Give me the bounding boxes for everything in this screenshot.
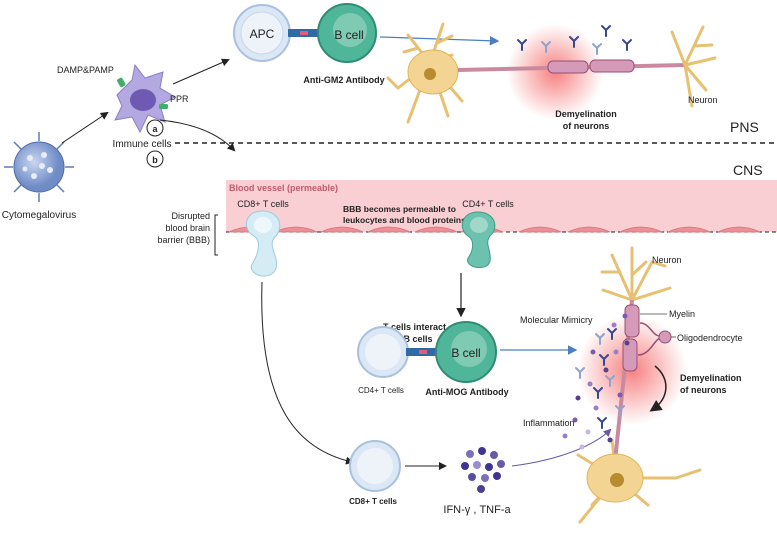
bbb-note-1: BBB becomes permeable to bbox=[343, 204, 456, 214]
damp-pamp-label: DAMP&PAMP bbox=[57, 65, 114, 75]
bcell-label: B cell bbox=[334, 28, 363, 42]
ppr-label: PPR bbox=[170, 94, 189, 104]
bbb-label-2: blood brain bbox=[165, 223, 210, 233]
cns-bcell-icon bbox=[435, 321, 497, 383]
cytokines-to-neuron-arrow bbox=[511, 428, 612, 467]
immune-cells-label: Immune cells bbox=[113, 139, 172, 150]
demyelination-arrow bbox=[649, 365, 667, 412]
molecular-mimicry-label: Molecular Mimicry bbox=[520, 315, 593, 325]
receptor-icon bbox=[117, 77, 126, 88]
cd4-tcell-label: CD4+ T cells bbox=[358, 386, 404, 395]
cns-antibodies-icon bbox=[575, 328, 625, 429]
bbb-note-2: leukocytes and blood proteins bbox=[343, 215, 466, 225]
blood-vessel bbox=[226, 180, 777, 232]
cytokines-label: IFN-γ , TNF-a bbox=[443, 504, 511, 516]
vessel-title: Blood vessel (permeable) bbox=[229, 183, 338, 193]
ppr-receptor-icon bbox=[159, 104, 168, 109]
pns-neuron-label: Neuron bbox=[688, 95, 718, 105]
immune-to-apc-arrow bbox=[172, 58, 230, 85]
cns-neuron-label: Neuron bbox=[652, 255, 682, 265]
marker-a-label: a bbox=[152, 124, 158, 134]
cns-label: CNS bbox=[733, 162, 763, 178]
bbb-label-3: barrier (BBB) bbox=[157, 235, 210, 245]
pns-antibodies-icon bbox=[517, 25, 632, 55]
cns-synapse-icon bbox=[406, 348, 438, 356]
vessel-cd8-label: CD8+ T cells bbox=[237, 199, 289, 209]
apc-cell-icon bbox=[233, 4, 291, 62]
virus-to-immune-arrow bbox=[61, 111, 109, 144]
vessel-cd4-label: CD4+ T cells bbox=[462, 199, 514, 209]
cd4-migrating-cell-icon bbox=[461, 211, 496, 269]
inflammation-label: Inflammation bbox=[523, 418, 575, 428]
anti-gm2-label: Anti-GM2 Antibody bbox=[303, 75, 384, 85]
marker-a bbox=[146, 119, 164, 137]
inflammatory-particles-icon bbox=[562, 313, 630, 450]
interact-label-2: with B cells bbox=[382, 334, 433, 344]
pns-demyelination-label-2: of neurons bbox=[563, 121, 610, 131]
bbb-label-1: Disrupted bbox=[171, 211, 210, 221]
interact-label-1: T cells interact bbox=[383, 322, 446, 332]
cytokines-icon bbox=[461, 447, 505, 493]
bcell-synapse-icon bbox=[288, 29, 320, 37]
anti-mog-label: Anti-MOG Antibody bbox=[425, 387, 508, 397]
cd8-tcell-label: CD8+ T cells bbox=[349, 497, 397, 506]
cd8-migrating-cell-icon bbox=[246, 210, 281, 277]
cd8-tcell-icon bbox=[349, 440, 401, 492]
cd4-tcell-icon bbox=[357, 326, 409, 378]
cytomegalovirus-label: Cytomegalovirus bbox=[2, 210, 76, 221]
cns-neuron-icon bbox=[576, 246, 702, 524]
bbb-bracket bbox=[214, 214, 218, 256]
cd8-down-arrow bbox=[261, 281, 354, 465]
cytomegalovirus-icon bbox=[4, 132, 74, 202]
bcell-icon bbox=[317, 3, 377, 63]
pns-label: PNS bbox=[730, 119, 759, 135]
immune-to-cns-arrow bbox=[159, 119, 236, 152]
pns-demyelination-label-1: Demyelination bbox=[555, 109, 617, 119]
oligodendrocyte-label: Oligodendrocyte bbox=[677, 333, 743, 343]
apc-label: APC bbox=[250, 27, 275, 41]
cns-demyelination-label-2: of neurons bbox=[680, 385, 727, 395]
pns-neuron-icon bbox=[386, 22, 717, 124]
immune-cell-icon bbox=[114, 63, 177, 134]
marker-b bbox=[146, 150, 164, 168]
myelin-label: Myelin bbox=[669, 309, 695, 319]
cns-demyelination-label-1: Demyelination bbox=[680, 373, 742, 383]
cns-bcell-label: B cell bbox=[451, 346, 480, 360]
marker-b-label: b bbox=[152, 155, 158, 165]
